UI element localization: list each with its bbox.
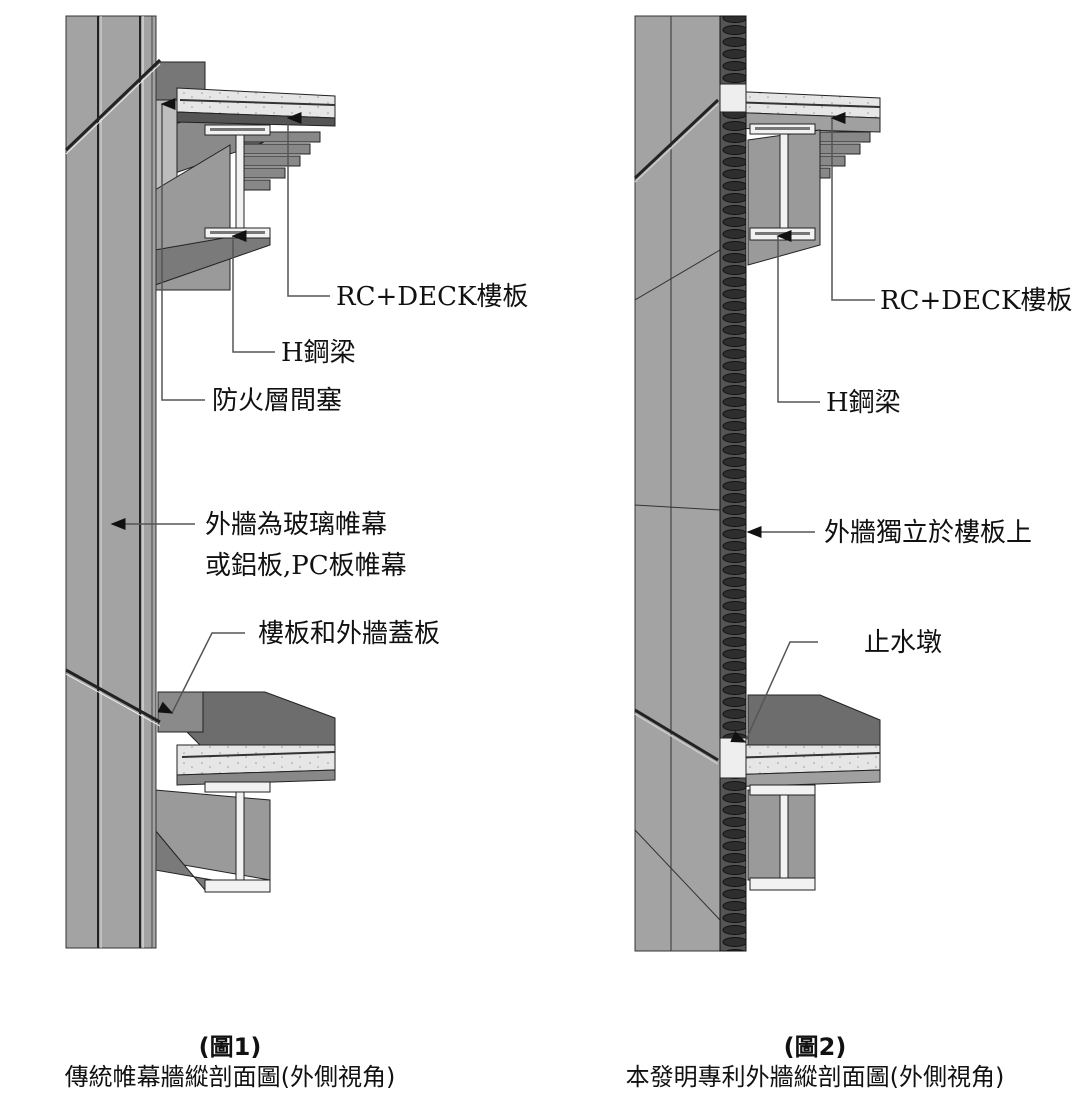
fig2-number: (圖2) (783, 1033, 847, 1061)
fig1-label-slab: RC+DECK樓板 (336, 282, 529, 312)
fig1-label-wall-line1: 外牆為玻璃帷幕 (205, 510, 388, 540)
fig1-curtain-wall (64, 15, 162, 949)
fig2-upper-floor (721, 91, 881, 266)
fig2-label-curb: 止水墩 (864, 628, 943, 658)
fig2-label-wall: 外牆獨立於樓板上 (824, 518, 1033, 548)
fig1-caption: 傳統帷幕牆縱剖面圖(外側視角) (64, 1063, 396, 1091)
fig1-label-cover: 樓板和外牆蓋板 (258, 619, 441, 649)
fig1-label-wall-line2: 或鋁板,PC板帷幕 (205, 551, 407, 581)
figure-2-drawing (633, 15, 881, 952)
fig2-insulation (719, 15, 747, 952)
fig1-label-firestop: 防火層間塞 (212, 386, 343, 416)
fig2-lower-floor (721, 694, 881, 891)
fig2-label-beam: H鋼梁 (826, 388, 901, 418)
fig2-caption: 本發明專利外牆縱剖面圖(外側視角) (625, 1063, 1005, 1091)
fig1-lower-floor (154, 691, 336, 893)
figure-1-drawing (64, 15, 336, 949)
fig1-caption-block: (圖1) 傳統帷幕牆縱剖面圖(外側視角) (30, 1032, 430, 1092)
fig1-upper-floor (154, 61, 336, 291)
fig2-leaders (730, 112, 875, 743)
fig2-exterior-wall (633, 15, 721, 952)
fig1-leaders (110, 98, 330, 714)
fig2-caption-block: (圖2) 本發明專利外牆縱剖面圖(外側視角) (555, 1032, 1075, 1092)
fig1-number: (圖1) (198, 1033, 262, 1061)
fig2-label-slab: RC+DECK樓板 (880, 286, 1073, 316)
fig1-label-beam: H鋼梁 (281, 338, 356, 368)
